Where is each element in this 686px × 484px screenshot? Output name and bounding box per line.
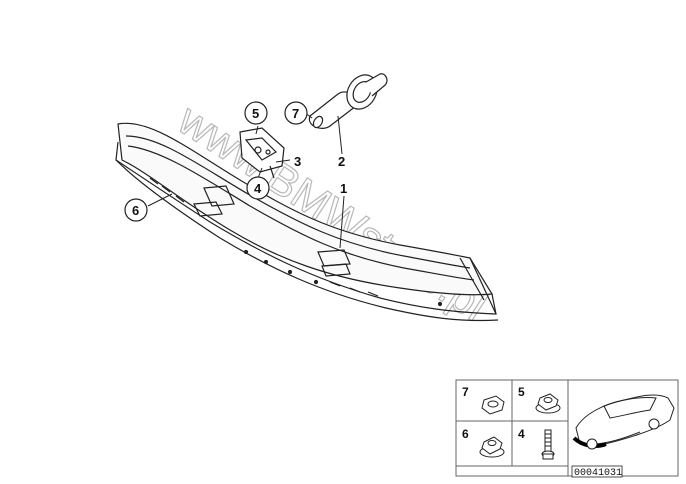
diagram-id: 00041031 (574, 468, 622, 479)
callout-2: 2 (338, 154, 345, 169)
callout-7: 7 (292, 106, 299, 121)
bolt-4-icon (541, 429, 555, 460)
callout-4-circle: 4 (246, 176, 270, 200)
legend-number-6: 6 (462, 427, 469, 441)
callout-3: 3 (294, 154, 301, 169)
callout-5-circle: 5 (244, 101, 268, 125)
legend-number-4: 4 (518, 427, 525, 441)
bracket-part[interactable] (239, 127, 285, 179)
flange-nut-5-icon (535, 393, 561, 414)
parts-legend: 7 5 6 4 (455, 379, 679, 479)
callout-5: 5 (252, 106, 259, 121)
callout-1: 1 (340, 181, 347, 196)
callout-6-circle: 6 (124, 198, 148, 222)
leader-lines (147, 111, 345, 249)
callout-6: 6 (132, 203, 139, 218)
legend-number-5: 5 (518, 385, 525, 399)
legend-number-7: 7 (462, 385, 469, 399)
hex-nut-7-icon (481, 395, 505, 415)
car-location-icon (572, 394, 675, 450)
mounting-bushing[interactable] (308, 69, 388, 129)
bumper-carrier[interactable] (115, 122, 499, 322)
callout-4: 4 (254, 181, 262, 196)
flange-nut-6-icon (479, 436, 505, 458)
callout-7-circle: 7 (284, 101, 308, 125)
